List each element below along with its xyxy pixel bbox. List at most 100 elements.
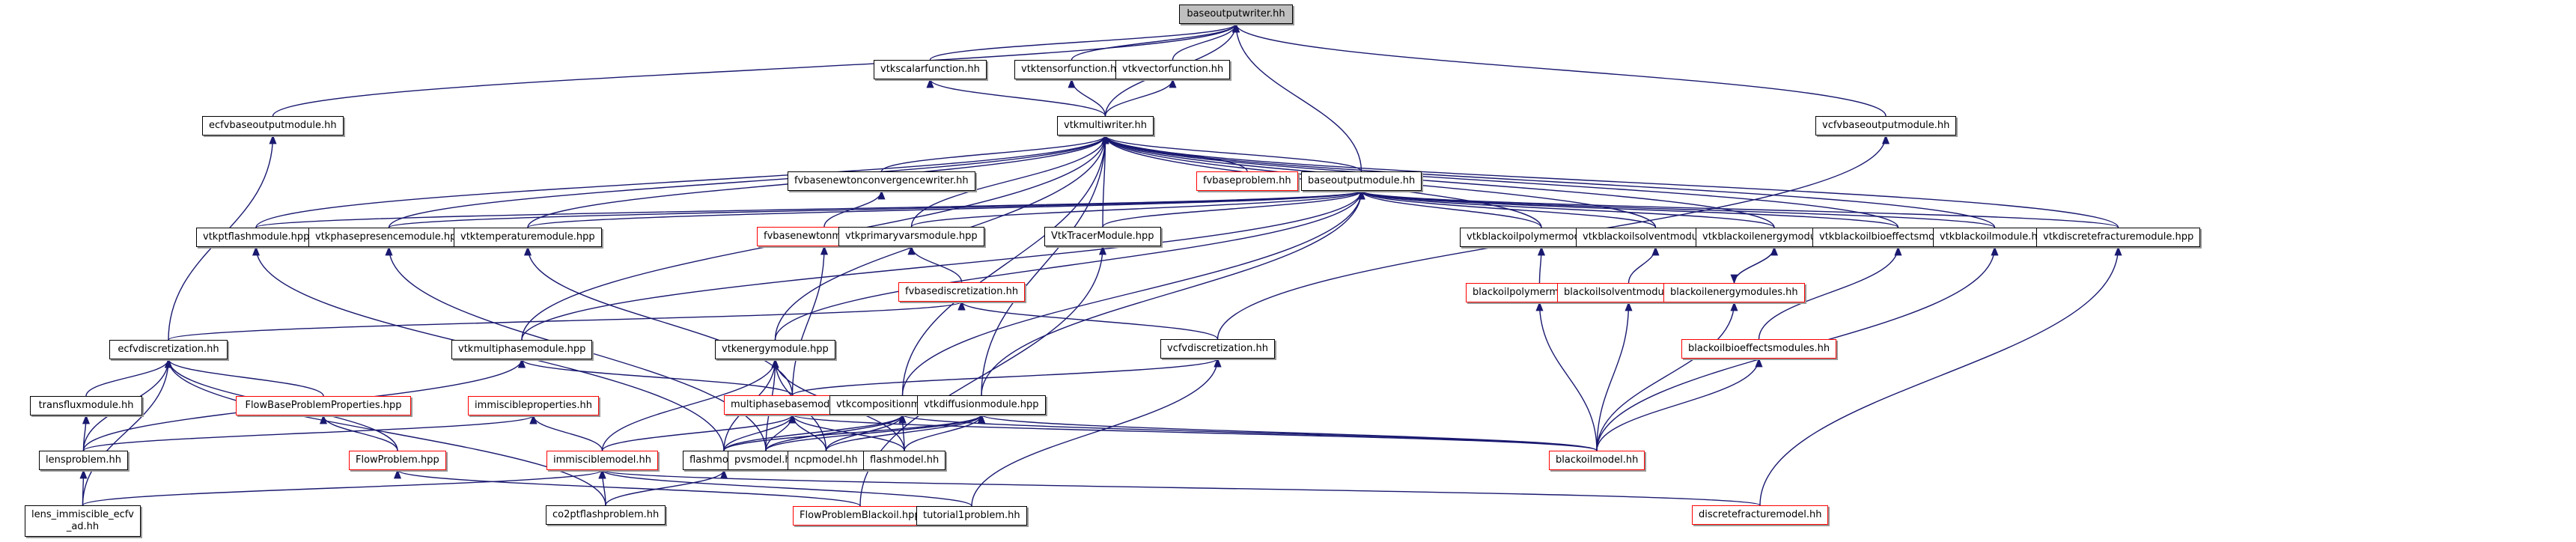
edge-fvbasediscretization-to-vtkprimaryvarsmodule bbox=[907, 245, 963, 283]
node-vtkscalarfunction[interactable]: vtkscalarfunction.hh bbox=[874, 60, 987, 79]
node-ecfvbaseoutputmodule[interactable]: ecfvbaseoutputmodule.hh bbox=[202, 116, 344, 136]
node-vtkmultiwriter[interactable]: vtkmultiwriter.hh bbox=[1057, 116, 1154, 136]
edge-discretefracturemodel-to-vtkdiscretefracturemodule bbox=[1759, 246, 2122, 506]
edge-VtkTracerModule-to-baseoutputmodule bbox=[1102, 189, 1365, 228]
node-fvbasediscretization[interactable]: fvbasediscretization.hh bbox=[898, 282, 1026, 302]
edge-discretefracturemodel-to-immisciblemodel bbox=[599, 469, 1761, 506]
node-ncpmodel[interactable]: ncpmodel.hh bbox=[788, 451, 865, 470]
edge-lens_immiscible_ecfv_ad-to-immisciblemodel bbox=[82, 469, 606, 506]
node-vtkprimaryvarsmodule[interactable]: vtkprimaryvarsmodule.hpp bbox=[838, 227, 984, 246]
node-flowbaseproblemproperties[interactable]: FlowBaseProblemProperties.hpp bbox=[236, 396, 411, 415]
edge-blackoilmodel-to-blackoilbioeffectsmodules bbox=[1596, 357, 1763, 451]
edge-vcfvbaseoutputmodule-to-baseoutputwriter bbox=[1232, 22, 1887, 117]
node-vtktemperaturemodule[interactable]: vtktemperaturemodule.hpp bbox=[454, 228, 602, 247]
edge-vtkptflashmodule-to-baseoutputmodule bbox=[255, 189, 1365, 228]
node-immisciblemodel[interactable]: immisciblemodel.hh bbox=[546, 451, 659, 470]
edge-FlowProblem-to-FlowBaseProblemProperties bbox=[320, 414, 398, 451]
edge-vtktemperaturemodule-to-baseoutputmodule bbox=[527, 189, 1365, 228]
edge-vtkdiffusionmodule-to-vtkmultiwriter bbox=[981, 134, 1109, 396]
edge-pvsmodel-to-vtkdiffusionmodule bbox=[765, 413, 985, 451]
edge-FlowProblemBlackoil-to-FlowProblem bbox=[394, 469, 861, 507]
node-vtktensorfunction[interactable]: vtktensorfunction.hh bbox=[1014, 60, 1130, 79]
node-discretefracturemodel[interactable]: discretefracturemodel.hh bbox=[1692, 505, 1829, 525]
edge-baseoutputmodule-to-baseoutputwriter bbox=[1231, 22, 1362, 172]
edge-vtkblackoilbioeffectsmodule-to-vtkmultiwriter bbox=[1101, 134, 1899, 228]
edge-tutorial1problem-to-immisciblemodel bbox=[598, 469, 972, 507]
edge-multiphasebasemodel-to-vtkmultiphasemodule bbox=[518, 358, 794, 396]
edge-vtkdiscretefracturemodule-to-baseoutputmodule bbox=[1357, 189, 2119, 228]
edge-vtkblackoilenergymodule-to-blackoilenergymodules bbox=[1730, 246, 1775, 284]
node-baseoutputwriter: baseoutputwriter.hh bbox=[1179, 4, 1293, 24]
edge-blackoilpolymermodules-to-vtkblackoilpolymermodule bbox=[1537, 246, 1546, 284]
edge-lensproblem-to-immiscibleproperties bbox=[82, 414, 538, 451]
edge-vtkblackoilpolymermodule-to-baseoutputmodule bbox=[1357, 189, 1542, 228]
edge-ecfvdiscretization-to-fvbasediscretization bbox=[168, 300, 966, 341]
edge-lens_immiscible_ecfv_ad-to-lensproblem bbox=[79, 469, 88, 506]
edge-ncpmodel-to-vtkdiffusionmodule bbox=[825, 413, 985, 451]
edge-vtkblackoilmodule-to-baseoutputmodule bbox=[1357, 189, 1996, 228]
node-vtkblackoilmodule[interactable]: vtkblackoilmodule.hpp bbox=[1933, 228, 2057, 247]
edge-blackoilmodel-to-blackoilenergymodules bbox=[1596, 301, 1738, 451]
edge-vtkblackoilenergymodule-to-baseoutputmodule bbox=[1357, 189, 1775, 228]
edge-vtkphasepresencemodule-to-baseoutputmodule bbox=[388, 189, 1365, 228]
edge-baseoutputmodule-to-vtkmultiwriter bbox=[1101, 134, 1362, 172]
edge-pvsmodel-to-multiphasebasemodel bbox=[765, 413, 797, 451]
node-blackoilmodel[interactable]: blackoilmodel.hh bbox=[1549, 451, 1645, 470]
edge-co2ptflashproblem-to-ecfvdiscretization bbox=[165, 358, 606, 506]
edge-blackoilmodel-to-vtkdiffusionmodule bbox=[978, 413, 1598, 451]
edge-vtkblackoilbioeffectsmodule-to-baseoutputmodule bbox=[1357, 189, 1899, 228]
edge-flashmodel1-to-vtkdiffusionmodule bbox=[723, 413, 985, 451]
node-flowproblem[interactable]: FlowProblem.hpp bbox=[349, 451, 446, 470]
node-fvbasenewtonconvergencewriter[interactable]: fvbasenewtonconvergencewriter.hh bbox=[788, 171, 975, 191]
node-blackoilenergymodules[interactable]: blackoilenergymodules.hh bbox=[1663, 283, 1805, 302]
node-blackoilbioeffectsmodules[interactable]: blackoilbioeffectsmodules.hh bbox=[1681, 339, 1837, 359]
node-fvbaseproblem[interactable]: fvbaseproblem.hh bbox=[1196, 171, 1298, 191]
edge-vtkdiffusionmodule-to-baseoutputmodule bbox=[981, 189, 1365, 396]
edge-vtkphasepresencemodule-to-vtkmultiwriter bbox=[388, 134, 1109, 228]
edge-lensproblem-to-transfluxmodule bbox=[82, 414, 91, 451]
edge-co2ptflashproblem-to-immisciblemodel bbox=[598, 469, 606, 506]
node-vtkenergymodule[interactable]: vtkenergymodule.hpp bbox=[715, 340, 835, 359]
node-lensproblem[interactable]: lensproblem.hh bbox=[39, 451, 129, 470]
edge-flashmodel1-to-vtkcompositionmodule bbox=[723, 413, 907, 451]
edge-multiphasebasemodel-to-vcfvdiscretization bbox=[791, 357, 1222, 396]
node-co2ptflashproblem[interactable]: co2ptflashproblem.hh bbox=[546, 505, 666, 525]
edge-fvbasenewtonconvergencewriter-to-vtkmultiwriter bbox=[880, 134, 1109, 172]
node-immiscibleproperties[interactable]: immiscibleproperties.hh bbox=[468, 396, 599, 415]
edge-pvsmodel-to-vtkcompositionmodule bbox=[765, 413, 907, 451]
edge-multiphasebasemodel-to-fvbasenewtonmethod bbox=[791, 245, 829, 396]
node-transfluxmodule[interactable]: transfluxmodule.hh bbox=[30, 396, 142, 415]
edge-vtkmultiphasemodule-to-baseoutputmodule bbox=[521, 189, 1365, 341]
node-ecfvdiscretization[interactable]: ecfvdiscretization.hh bbox=[109, 340, 228, 359]
edge-vtkblackoilmodule-to-vtkmultiwriter bbox=[1101, 134, 1996, 228]
edge-vtkcompositionmodule-to-baseoutputmodule bbox=[901, 189, 1365, 396]
edge-FlowBaseProblemProperties-to-ecfvdiscretization bbox=[165, 358, 324, 397]
node-vtktracermodule[interactable]: VtkTracerModule.hpp bbox=[1044, 227, 1161, 246]
node-lens-immiscible-ecfv-ad[interactable]: lens_immiscible_ecfv _ad.hh bbox=[25, 505, 141, 537]
node-vtkvectorfunction[interactable]: vtkvectorfunction.hh bbox=[1115, 60, 1231, 79]
edge-immisciblemodel-to-immiscibleproperties bbox=[529, 414, 603, 451]
node-vtkdiscretefracturemodule[interactable]: vtkdiscretefracturemodule.hpp bbox=[2036, 228, 2201, 247]
node-vcfvdiscretization[interactable]: vcfvdiscretization.hh bbox=[1160, 339, 1275, 359]
edge-immisciblemodel-to-vtkenergymodule bbox=[601, 358, 779, 451]
edge-vtkscalarfunction-to-baseoutputwriter bbox=[929, 22, 1240, 61]
node-vtkphasepresencemodule[interactable]: vtkphasepresencemodule.hpp bbox=[308, 228, 469, 247]
edge-vtkprimaryvarsmodule-to-vtkmultiwriter bbox=[910, 134, 1109, 228]
edge-ecfvbaseoutputmodule-to-baseoutputwriter bbox=[272, 22, 1240, 117]
edge-vtkmultiwriter-to-vtkscalarfunction bbox=[926, 78, 1106, 117]
edge-vtkmultiwriter-to-vtktensorfunction bbox=[1068, 78, 1106, 117]
node-vtkdiffusionmodule[interactable]: vtkdiffusionmodule.hpp bbox=[917, 395, 1046, 415]
edge-blackoilsolventmodules-to-vtkblackoilsolventmodule bbox=[1627, 246, 1660, 284]
node-tutorial1problem[interactable]: tutorial1problem.hh bbox=[916, 506, 1027, 526]
edge-vtkprimaryvarsmodule-to-baseoutputmodule bbox=[910, 189, 1365, 228]
node-flowproblemblackoil[interactable]: FlowProblemBlackoil.hpp bbox=[793, 506, 928, 526]
node-baseoutputmodule[interactable]: baseoutputmodule.hh bbox=[1301, 171, 1422, 191]
node-vcfvbaseoutputmodule[interactable]: vcfvbaseoutputmodule.hh bbox=[1815, 116, 1957, 136]
edge-vtkptflashmodule-to-vtkmultiwriter bbox=[255, 134, 1109, 228]
node-vtkptflashmodule[interactable]: vtkptflashmodule.hpp bbox=[196, 228, 317, 247]
edge-immisciblemodel-to-multiphasebasemodel bbox=[601, 413, 797, 451]
node-vtkmultiphasemodule[interactable]: vtkmultiphasemodule.hpp bbox=[451, 340, 593, 359]
node-flashmodel-2[interactable]: flashmodel.hh bbox=[863, 451, 946, 470]
